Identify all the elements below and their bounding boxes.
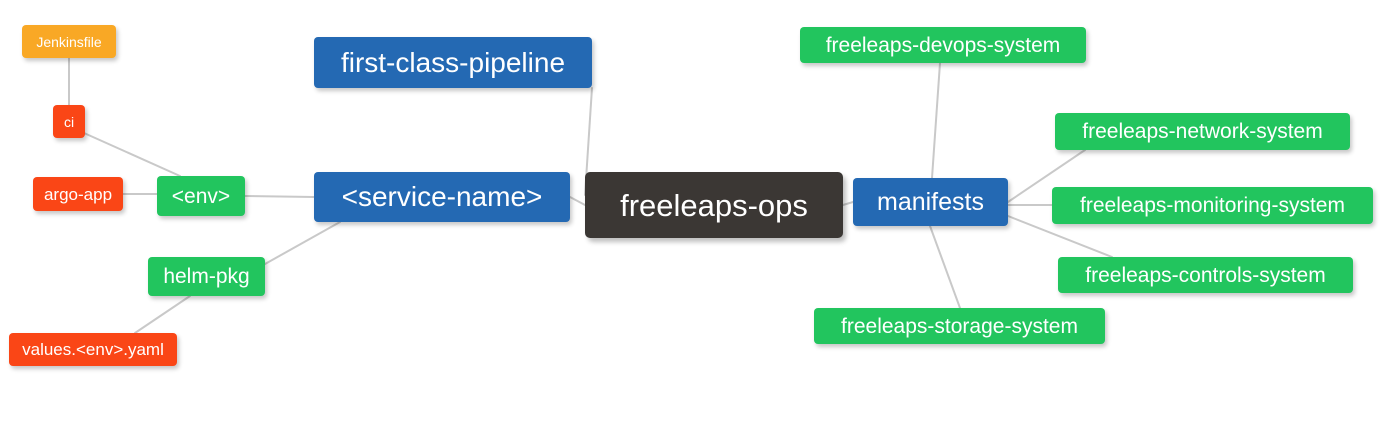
mindmap-node-first-class[interactable]: first-class-pipeline: [314, 37, 592, 88]
node-label-root: freeleaps-ops: [620, 187, 808, 223]
edge-service-name-to-helm-pkg: [264, 221, 341, 265]
edge-env-to-ci: [83, 132, 181, 177]
node-label-argo-app: argo-app: [43, 184, 113, 204]
mindmap-node-values-yaml[interactable]: values.<env>.yaml: [9, 333, 177, 366]
node-label-env: <env>: [171, 184, 231, 208]
node-label-ci: ci: [63, 113, 75, 130]
mindmap-node-service-name[interactable]: <service-name>: [314, 172, 570, 222]
node-label-manifests: manifests: [877, 187, 984, 216]
mindmap-node-monitoring-system[interactable]: freeleaps-monitoring-system: [1052, 187, 1373, 224]
node-label-values-yaml: values.<env>.yaml: [22, 340, 164, 359]
edge-manifests-to-storage-system: [929, 225, 961, 309]
mindmap-node-helm-pkg[interactable]: helm-pkg: [148, 257, 265, 296]
node-label-devops-system: freeleaps-devops-system: [825, 33, 1061, 57]
mindmap-node-ci[interactable]: ci: [53, 105, 85, 138]
node-label-service-name: <service-name>: [341, 181, 543, 212]
edge-service-name-to-env: [244, 195, 315, 198]
mindmap-node-devops-system[interactable]: freeleaps-devops-system: [800, 27, 1086, 63]
edge-root-to-service-name: [569, 196, 586, 206]
node-label-controls-system: freeleaps-controls-system: [1085, 263, 1326, 287]
node-label-monitoring-system: freeleaps-monitoring-system: [1080, 194, 1345, 217]
node-label-network-system: freeleaps-network-system: [1082, 120, 1323, 143]
node-label-storage-system: freeleaps-storage-system: [841, 314, 1078, 338]
mindmap-node-env[interactable]: <env>: [157, 176, 245, 216]
mindmap-node-network-system[interactable]: freeleaps-network-system: [1055, 113, 1350, 150]
mindmap-node-argo-app[interactable]: argo-app: [33, 177, 123, 211]
node-label-helm-pkg: helm-pkg: [163, 265, 250, 288]
mindmap-node-root[interactable]: freeleaps-ops: [585, 172, 843, 238]
mindmap-node-controls-system[interactable]: freeleaps-controls-system: [1058, 257, 1353, 293]
mindmap-node-jenkinsfile[interactable]: Jenkinsfile: [22, 25, 116, 58]
mindmap-node-storage-system[interactable]: freeleaps-storage-system: [814, 308, 1105, 344]
edge-root-to-manifests: [842, 201, 854, 206]
edge-manifests-to-devops-system: [931, 62, 941, 179]
node-label-jenkinsfile: Jenkinsfile: [36, 33, 102, 50]
node-label-first-class: first-class-pipeline: [340, 46, 566, 78]
mindmap-node-manifests[interactable]: manifests: [853, 178, 1008, 226]
edge-helm-pkg-to-values-yaml: [134, 295, 191, 334]
